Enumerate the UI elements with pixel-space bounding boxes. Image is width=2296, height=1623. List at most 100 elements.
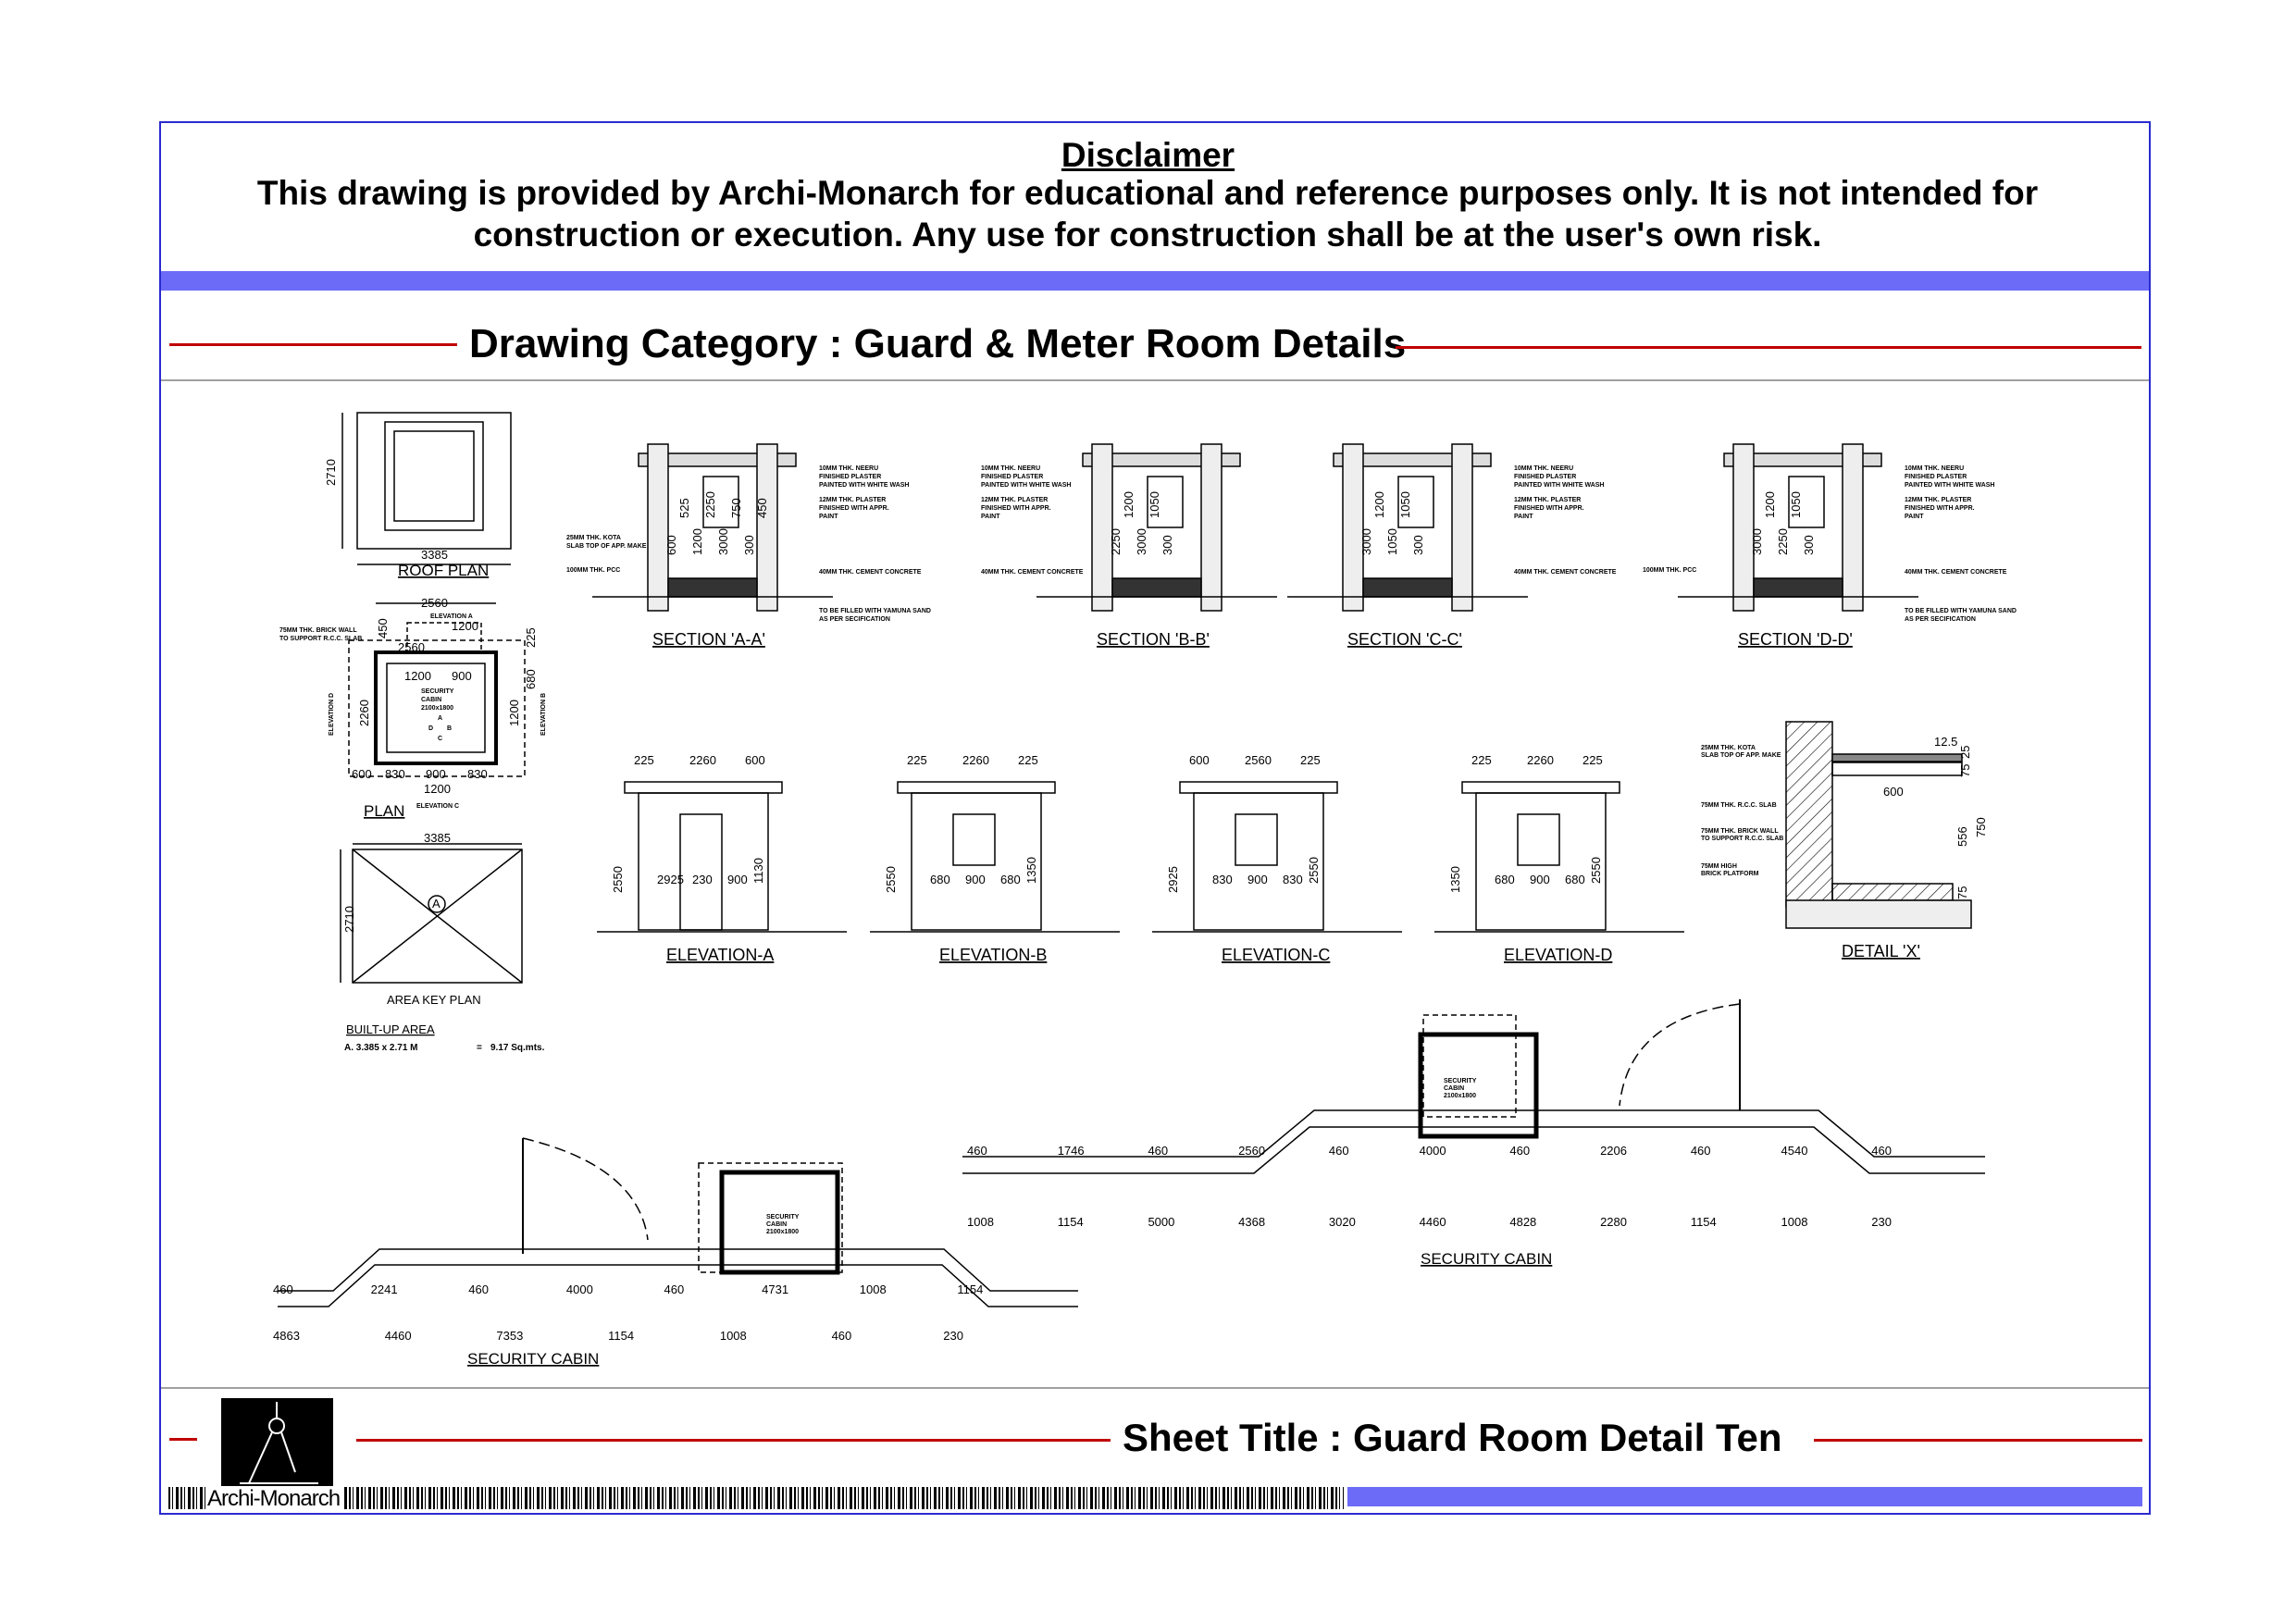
- section-dim: 1200: [690, 528, 704, 555]
- site-dim: 1008: [1781, 1215, 1808, 1229]
- section-dim: 2250: [1109, 528, 1123, 555]
- section-dim: 2250: [1776, 528, 1790, 555]
- section-dim: 1050: [1385, 528, 1399, 555]
- elevation-title: ELEVATION-D: [1504, 946, 1612, 964]
- note-plaster: 12MM THK. PLASTER: [819, 497, 886, 503]
- site-left-title: SECURITY CABIN: [467, 1350, 599, 1368]
- note-plaster: PAINT: [1905, 514, 1924, 520]
- section-dim: 1050: [1148, 491, 1161, 518]
- elevation-dim: 2260: [689, 753, 716, 767]
- brand-name: Archi-Monarch: [205, 1486, 342, 1512]
- plan-dim-900: 900: [452, 669, 472, 683]
- section-dim: 300: [1802, 535, 1816, 555]
- plan-dim-inner-top: 2560: [398, 640, 425, 654]
- area-key-marker: A: [432, 897, 441, 911]
- detail-x-dim-1: 12.5: [1934, 735, 1957, 749]
- note-cement-concrete: 40MM THK. CEMENT CONCRETE: [1905, 569, 2007, 576]
- disclaimer-heading: Disclaimer: [1061, 136, 1235, 174]
- site-dim: 460: [832, 1329, 852, 1343]
- elevation-dim: 225: [1471, 753, 1492, 767]
- section-dim: 1200: [1763, 491, 1777, 518]
- note-neeru: PAINTED WITH WHITE WASH: [981, 482, 1071, 489]
- plan-elevation-d: ELEVATION D: [329, 693, 335, 736]
- elevation-dim: 2550: [1589, 857, 1603, 884]
- note-neeru: 10MM THK. NEERU: [819, 465, 878, 472]
- site-dim: 2241: [371, 1282, 398, 1296]
- note-neeru: FINISHED PLASTER: [1905, 474, 1967, 480]
- elevation-dim: 600: [745, 753, 765, 767]
- plan-room-1: SECURITY: [421, 688, 454, 695]
- section-title: SECTION 'B-B': [1097, 630, 1210, 649]
- section-dim: 1050: [1789, 491, 1803, 518]
- plan-dim-b1200: 1200: [424, 782, 451, 796]
- elevation-dim: 2560: [1245, 753, 1272, 767]
- elevation-title: ELEVATION-B: [939, 946, 1047, 964]
- site-dim: 4460: [385, 1329, 412, 1343]
- elevation-dim: 230: [692, 873, 713, 886]
- site-left-room-1: SECURITY: [766, 1214, 800, 1220]
- built-up-calc: A. 3.385 x 2.71 M: [344, 1043, 418, 1053]
- elevation-dim: 600: [1189, 753, 1210, 767]
- site-dim: 1154: [608, 1329, 634, 1343]
- site-dim: 460: [468, 1282, 489, 1296]
- note-sand: TO BE FILLED WITH YAMUNA SAND: [819, 608, 931, 614]
- disclaimer-text: This drawing is provided by Archi-Monarc…: [222, 172, 2073, 255]
- section-dim: 750: [729, 498, 743, 518]
- section-dim: 3000: [716, 528, 730, 555]
- elevation-dim: 2550: [611, 866, 625, 893]
- elevation-dim: 225: [1018, 753, 1038, 767]
- detail-x-dim-3: 75: [1958, 764, 1972, 777]
- elevation-dim: 900: [1247, 873, 1268, 886]
- site-dim: 1746: [1058, 1144, 1085, 1158]
- site-dim: 2280: [1600, 1215, 1627, 1229]
- detail-x-title: DETAIL 'X': [1842, 942, 1920, 960]
- drawing-frame: [159, 121, 2151, 1515]
- footer-band: [1347, 1487, 2142, 1506]
- drawing-category-title: Drawing Category : Guard & Meter Room De…: [469, 321, 1407, 366]
- elevation-dim: 225: [634, 753, 654, 767]
- section-dim: 450: [755, 498, 769, 518]
- site-dim: 2206: [1600, 1144, 1627, 1158]
- compass-logo-icon: [240, 1402, 318, 1484]
- note-sand: TO BE FILLED WITH YAMUNA SAND: [1905, 608, 2017, 614]
- detail-x-note-5: TO SUPPORT R.C.C. SLAB: [1701, 836, 1783, 842]
- detail-x-dim-4: 600: [1883, 785, 1904, 799]
- detail-x-dim-6: 750: [1974, 817, 1988, 837]
- site-dim: 4000: [1420, 1144, 1446, 1158]
- plan-dim-b830: 830: [385, 767, 405, 781]
- elevation-dim: 2925: [657, 873, 684, 886]
- plan-dim-b830b: 830: [467, 767, 488, 781]
- plan-note-2: TO SUPPORT R.C.C. SLAB: [279, 636, 362, 642]
- section-dim: 300: [1411, 535, 1425, 555]
- roof-plan: 2710 3385 ROOF PLAN: [324, 412, 512, 579]
- note-plaster: FINISHED WITH APPR.: [819, 505, 889, 512]
- site-dim: 1154: [957, 1282, 983, 1296]
- elevation-dim: 900: [965, 873, 986, 886]
- site-dim: 460: [1148, 1144, 1168, 1158]
- section-dim: 3000: [1135, 528, 1148, 555]
- section-dim: 300: [742, 535, 756, 555]
- elevation-dim: 2550: [1307, 857, 1321, 884]
- plan-dim-450: 450: [376, 618, 390, 638]
- site-dim: 2560: [1238, 1144, 1265, 1158]
- plan-dim-2260: 2260: [357, 700, 371, 726]
- plan-dim-b900: 900: [426, 767, 446, 781]
- site-right-room-3: 2100x1800: [1444, 1093, 1476, 1099]
- sheet-title: Sheet Title : Guard Room Detail Ten: [1123, 1416, 1782, 1459]
- site-dim: 4460: [1420, 1215, 1446, 1229]
- area-key-height: 2710: [342, 906, 356, 933]
- sheet-rule-right: [1814, 1439, 2142, 1442]
- roof-width-dim: 3385: [421, 548, 448, 562]
- note-neeru: 10MM THK. NEERU: [1905, 465, 1964, 472]
- footer-divider: [161, 1387, 2149, 1389]
- site-dim: 4000: [566, 1282, 593, 1296]
- section-title: SECTION 'D-D': [1738, 630, 1853, 649]
- archi-monarch-logo: [221, 1398, 333, 1487]
- note-neeru: FINISHED PLASTER: [1514, 474, 1576, 480]
- site-dim: 1008: [860, 1282, 887, 1296]
